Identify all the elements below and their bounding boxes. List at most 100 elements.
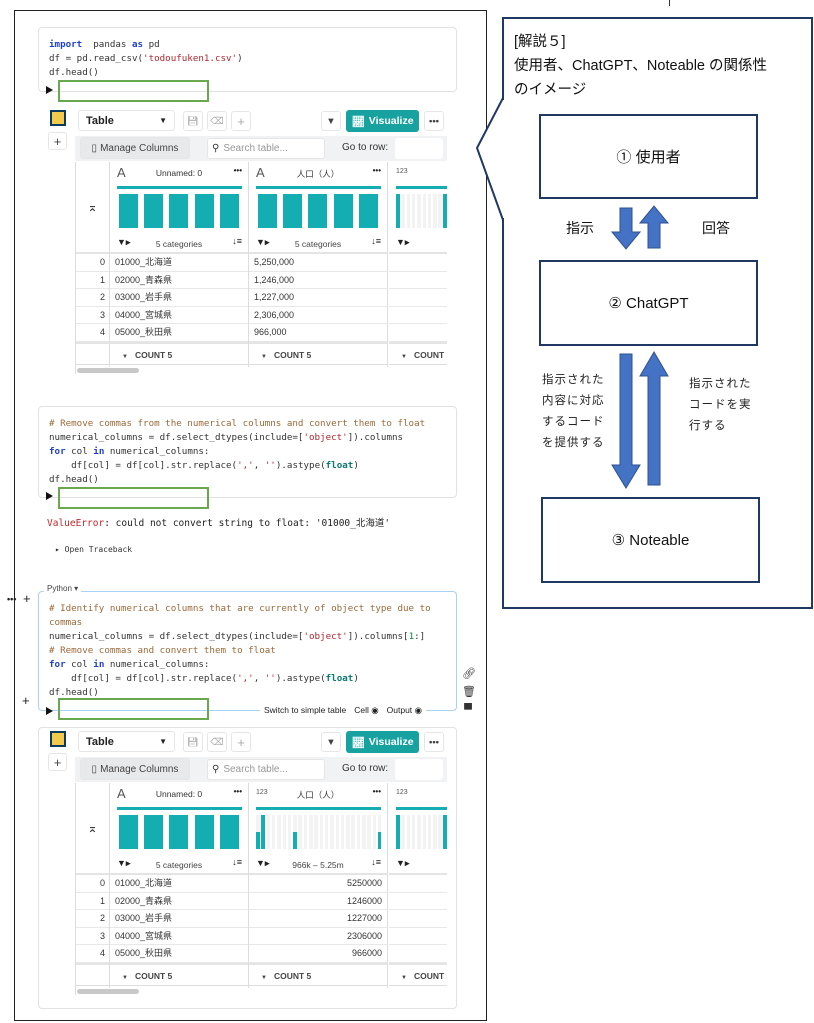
filter-icon[interactable]: ▼▸ — [256, 858, 270, 868]
chevron-down-icon: ▼ — [122, 354, 128, 360]
run-output-icon[interactable] — [46, 492, 53, 500]
sort-icon[interactable]: ↓≡ — [371, 857, 381, 867]
filter-icon[interactable]: ▼▸ — [396, 858, 410, 868]
text-line: を提供する — [542, 437, 605, 449]
add-icon[interactable]: + — [231, 111, 251, 131]
sort-icon[interactable]: ↓≡ — [232, 236, 242, 246]
language-selector[interactable]: Python ▾ — [44, 584, 82, 593]
title-line-1: [解説５] — [514, 34, 566, 50]
histogram-bin-bg — [406, 815, 411, 849]
more-options-button[interactable]: ••• — [424, 111, 444, 131]
cell-visibility-toggle[interactable]: Cell ◉ — [354, 705, 378, 716]
histogram-bin-bg — [298, 815, 302, 849]
column-footer[interactable]: ▼COUNT 5 — [389, 342, 447, 365]
save-icon[interactable]: 💾︎ — [183, 732, 203, 752]
chevron-down-icon: ▼ — [261, 354, 267, 360]
column-menu-icon[interactable]: ••• — [372, 787, 381, 796]
column-footer[interactable]: ▼COUNT 5 — [389, 963, 447, 986]
code-token: # Remove commas from the numerical colum… — [49, 418, 426, 429]
code-text[interactable]: import pandas as pd df = pd.read_csv('to… — [49, 38, 243, 80]
sort-icon[interactable]: ↓≡ — [371, 236, 381, 246]
histogram-bar — [194, 815, 214, 849]
horizontal-scrollbar[interactable] — [77, 989, 139, 994]
column-fill-bar — [256, 807, 381, 810]
visualize-button[interactable]: 📈︎Visualize — [346, 731, 419, 753]
index-cell: 4 — [76, 945, 109, 963]
eraser-icon[interactable]: ⌫ — [207, 732, 227, 752]
output-visibility-toggle[interactable]: Output ◉ — [387, 705, 422, 716]
column-footer[interactable]: ▼COUNT 5 — [249, 963, 387, 986]
code-token: 'object' — [303, 432, 348, 443]
cell-menu-button[interactable]: ••• — [7, 594, 17, 604]
filter-icon[interactable]: ▼▸ — [396, 237, 410, 247]
column-menu-icon[interactable]: ••• — [233, 787, 242, 796]
add-cell-below-button[interactable]: + — [22, 693, 30, 708]
add-cell-above-button[interactable]: + — [23, 591, 31, 606]
table-output-icon[interactable] — [50, 110, 66, 126]
histogram-bin-bg — [266, 815, 271, 849]
column-footer[interactable]: ▼COUNT 5 — [249, 342, 387, 365]
manage-columns-button[interactable]: ▯Manage Columns — [80, 758, 190, 780]
filter-icon[interactable]: ▼▸ — [117, 858, 131, 868]
add-output-button[interactable]: + — [48, 132, 67, 150]
code-token: # Remove commas and convert them to floa… — [49, 645, 276, 656]
add-icon[interactable]: + — [231, 732, 251, 752]
histogram-bar — [119, 194, 138, 228]
save-icon[interactable]: 💾︎ — [183, 111, 203, 131]
chevron-down-icon: ▼ — [122, 975, 128, 981]
histogram-bin-bg — [319, 815, 324, 849]
table-output-icon[interactable] — [50, 731, 66, 747]
code-cell-2[interactable]: # Remove commas from the numerical colum… — [38, 406, 457, 498]
code-token: numerical_columns = df.select_dtypes(inc… — [49, 631, 304, 642]
view-dropdown[interactable]: Table▼ — [78, 110, 175, 131]
filter-icon[interactable]: ▼▸ — [117, 237, 131, 247]
code-cell-3-active[interactable]: # Identify numerical columns that are cu… — [38, 591, 457, 711]
column-name: 平均 — [389, 789, 447, 801]
horizontal-scrollbar[interactable] — [77, 368, 139, 373]
code-text[interactable]: # Identify numerical columns that are cu… — [49, 602, 431, 700]
column-menu-icon[interactable]: ••• — [233, 166, 242, 175]
filter-icon[interactable]: ▼ — [321, 111, 341, 131]
column-header[interactable]: 123平均•••▼▸1(↓≡ — [389, 783, 447, 875]
switch-simple-table-button[interactable]: Switch to simple table — [264, 705, 347, 715]
code-token: , — [253, 460, 265, 471]
notebook-frame — [14, 10, 487, 1021]
more-options-button[interactable]: ••• — [424, 732, 444, 752]
eraser-icon[interactable]: ⌫ — [207, 111, 227, 131]
sort-icon[interactable]: ↓≡ — [232, 857, 242, 867]
visualize-button[interactable]: 📈︎Visualize — [346, 110, 419, 132]
search-input[interactable]: ⚲Search table... — [207, 138, 325, 159]
manage-columns-button[interactable]: ▯Manage Columns — [80, 137, 190, 159]
code-text[interactable]: # Remove commas from the numerical colum… — [49, 417, 425, 487]
go-to-row-input[interactable] — [395, 759, 443, 780]
link-icon[interactable]: 🔗︎ — [462, 668, 476, 680]
filter-icon[interactable]: ▼▸ — [256, 237, 270, 247]
table-cell — [389, 910, 447, 928]
column-footer[interactable]: ▼COUNT 5 — [110, 963, 248, 986]
index-header: ⌅ — [76, 162, 109, 254]
column-menu-icon[interactable]: ••• — [372, 166, 381, 175]
index-header: ⌅ — [76, 783, 109, 875]
trash-icon[interactable]: 🗑︎ — [462, 686, 476, 698]
comment-icon[interactable]: ▀ — [464, 704, 472, 716]
view-dropdown[interactable]: Table▼ — [78, 731, 175, 752]
code-token: for — [49, 446, 66, 457]
table-cell: 966000 — [249, 945, 387, 963]
open-traceback-toggle[interactable]: ▸ Open Traceback — [55, 545, 133, 554]
run-output-icon[interactable] — [46, 707, 53, 715]
chevron-down-icon: ▼ — [401, 354, 407, 360]
column-header[interactable]: 123平均•••▼▸1(↓≡ — [389, 162, 447, 254]
filter-icon[interactable]: ▼ — [321, 732, 341, 752]
column-footer[interactable]: ▼COUNT 5 — [110, 342, 248, 365]
run-output-icon[interactable] — [46, 86, 53, 94]
add-output-button[interactable]: + — [48, 753, 67, 771]
code-token: as — [132, 39, 144, 50]
code-token: col — [65, 446, 94, 457]
search-input[interactable]: ⚲Search table... — [207, 759, 325, 780]
go-to-row-input[interactable] — [395, 138, 443, 159]
